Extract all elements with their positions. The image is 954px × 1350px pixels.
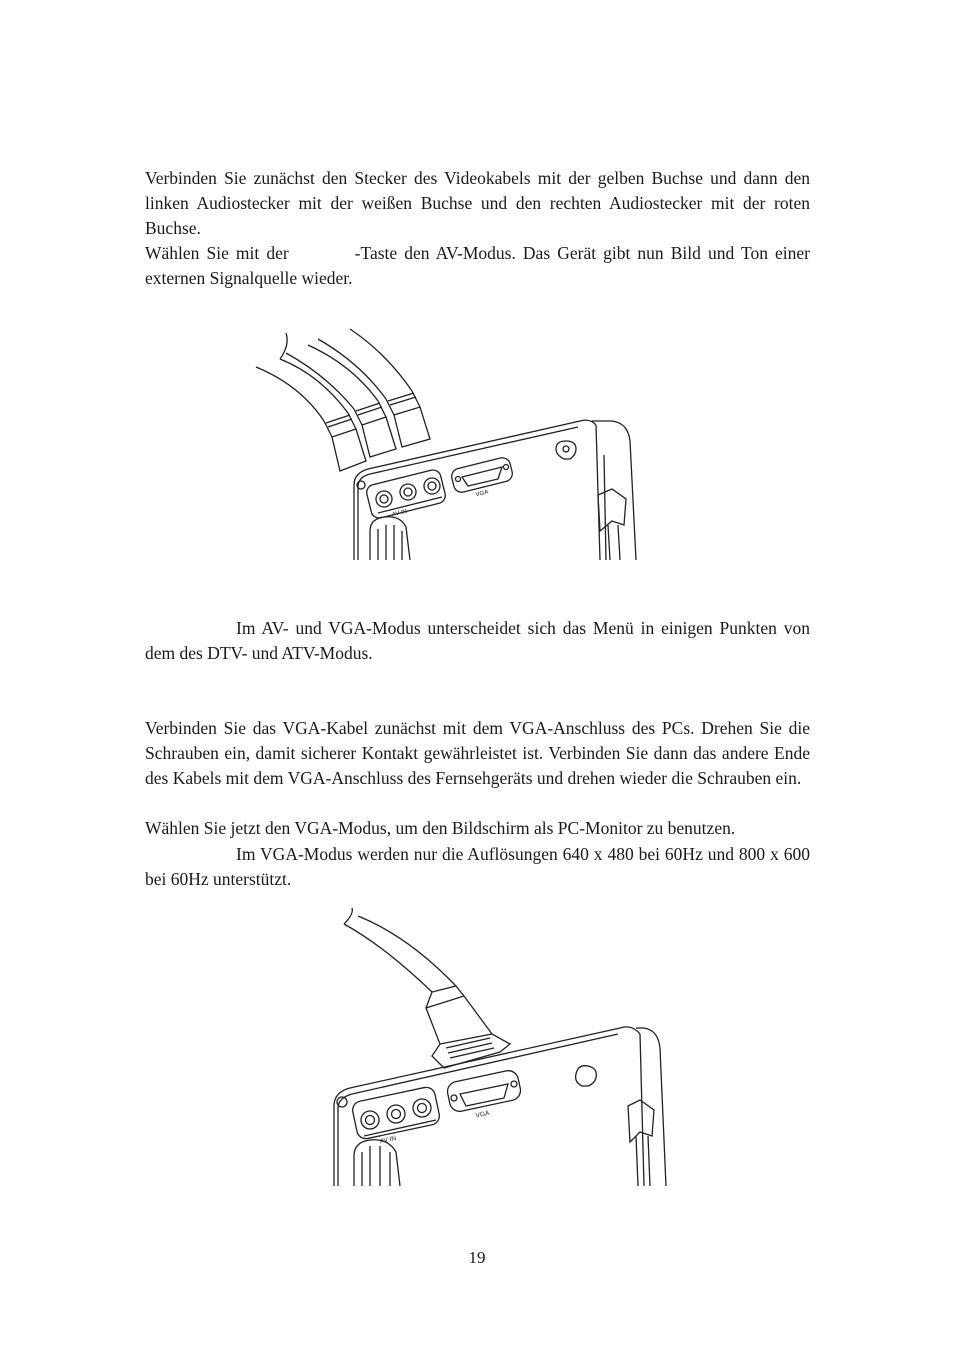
figure2-vga-label: VGA: [475, 1110, 491, 1120]
av-connection-figure: AV IN VGA: [255, 328, 637, 561]
av-connection-paragraph: Verbinden Sie zunächst den Stecker des V…: [145, 168, 810, 238]
figure1-vga-label: VGA: [475, 490, 489, 499]
vga-resolution-note: Im VGA-Modus werden nur die Auflösungen …: [145, 842, 810, 892]
vga-connection-figure: AV IN VGA: [333, 907, 667, 1187]
av-mode-text-start: Wählen Sie mit der: [145, 243, 289, 263]
figure1-av-in-label: AV IN: [391, 509, 407, 519]
vga-resolution-note-text: Im VGA-Modus werden nur die Auflösungen …: [145, 844, 810, 889]
menu-difference-note-text: Im AV- und VGA-Modus unterscheidet sich …: [145, 618, 810, 663]
av-mode-paragraph: Wählen Sie mit der-Taste den AV-Modus. D…: [145, 241, 810, 291]
page-number: 19: [468, 1248, 486, 1267]
menu-difference-note: Im AV- und VGA-Modus unterscheidet sich …: [145, 616, 810, 666]
vga-mode-paragraph: Wählen Sie jetzt den VGA-Modus, um den B…: [145, 818, 736, 838]
figure2-av-in-label: AV IN: [379, 1135, 397, 1145]
vga-connection-paragraph: Verbinden Sie das VGA-Kabel zunächst mit…: [145, 718, 810, 788]
av-mode-text-end: -Taste den AV-Modus. Das Gerät gibt nun …: [145, 243, 810, 288]
